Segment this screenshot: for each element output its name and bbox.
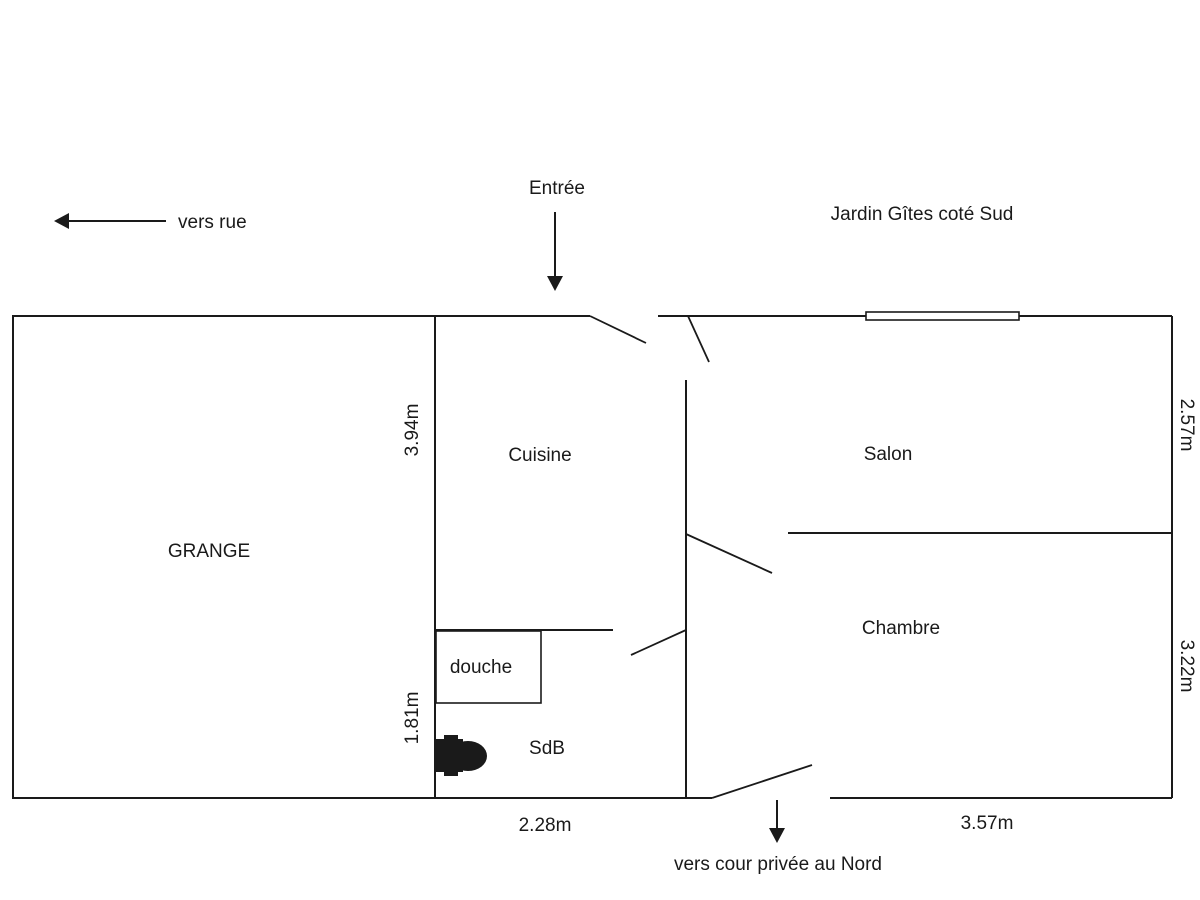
room-label-bedroom: Chambre xyxy=(862,618,940,639)
north-door xyxy=(711,764,813,799)
street-label: vers rue xyxy=(178,212,247,233)
window xyxy=(865,311,1020,321)
room-label-barn: GRANGE xyxy=(168,541,250,562)
dimension-kitchen-height: 3.94m xyxy=(402,404,423,457)
bedroom-door xyxy=(685,533,773,574)
room-label-kitchen: Cuisine xyxy=(508,445,571,466)
room-label-living: Salon xyxy=(864,444,913,465)
dimension-bedroom-width: 3.57m xyxy=(961,813,1014,834)
arrow-left-icon xyxy=(54,213,166,229)
entrance-label: Entrée xyxy=(529,178,585,199)
entrance-door-left xyxy=(589,315,647,344)
courtyard-label: vers cour privée au Nord xyxy=(674,854,882,875)
garden-label: Jardin Gîtes coté Sud xyxy=(831,204,1014,225)
arrow-down-icon xyxy=(769,800,785,843)
arrow-down-icon xyxy=(547,212,563,291)
room-label-shower: douche xyxy=(450,657,512,678)
dimension-bedroom-height: 3.22m xyxy=(1176,640,1197,693)
dimension-living-height: 2.57m xyxy=(1176,399,1197,452)
shower xyxy=(435,630,542,704)
barn-walls xyxy=(12,315,436,799)
dimension-kitchen-width: 2.28m xyxy=(519,815,572,836)
entrance-door-right xyxy=(687,315,710,363)
toilet-icon xyxy=(436,735,487,776)
bathroom-door xyxy=(630,629,687,656)
room-label-bathroom: SdB xyxy=(529,738,565,759)
dimension-bathroom-height: 1.81m xyxy=(402,692,423,745)
